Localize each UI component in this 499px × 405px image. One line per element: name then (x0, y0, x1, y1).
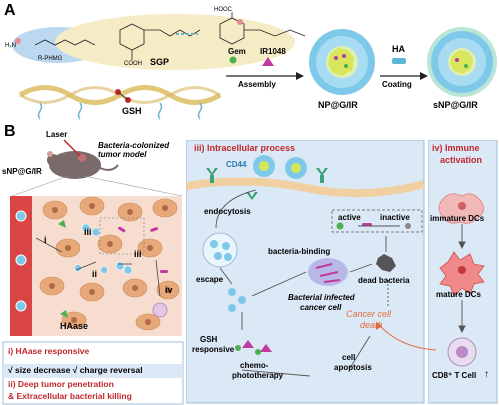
legend-checks: √ size decrease √ charge reversal (8, 365, 143, 375)
bacteria-binding-label: bacteria-binding (268, 247, 331, 256)
death-to-tcell-arrow (376, 322, 437, 351)
infected-1: Bacterial infected (288, 293, 355, 302)
tcell-up-arrow: ↑ (484, 369, 489, 380)
panel-b-graphics (2, 139, 184, 405)
chemo-2: phototherapy (232, 371, 284, 380)
np-nanoparticle (309, 29, 375, 95)
panel-iv-graphics (428, 140, 498, 404)
panel-b-letter: B (4, 123, 16, 140)
laser-label: Laser (46, 130, 68, 139)
ha-label: HA (392, 44, 405, 54)
immature-label: immature DCs (430, 214, 485, 223)
inactive-dot (405, 223, 411, 229)
cooh-label: COOH (124, 61, 142, 67)
sgp-ellipse (55, 14, 295, 70)
death-1: Cancer cell (346, 309, 392, 319)
step-iv-label: iv (165, 285, 173, 295)
mature-label: mature DCs (436, 290, 481, 299)
tcell-label: CD8⁺ T Cell (432, 371, 477, 380)
snp-label: sNP@G/IR (433, 100, 478, 110)
iv-title-1: iv) Immune (432, 143, 480, 153)
gem-dot (229, 56, 237, 64)
escaped-particles (228, 288, 246, 312)
process-arrows (215, 189, 400, 377)
gsh-responsive-2: responsive (192, 345, 235, 354)
active-label: active (338, 213, 361, 222)
gsh-helix (18, 85, 222, 105)
iv-title-2: activation (440, 155, 483, 165)
gsh-label: GSH (122, 106, 142, 116)
cell-nuclei (49, 203, 171, 325)
death-2: death (360, 320, 383, 330)
ir1048-triangle (262, 57, 274, 66)
panel-a-letter: A (4, 2, 16, 19)
chemo-1: chemo- (240, 361, 269, 370)
laser-beam (63, 139, 81, 157)
dead-bacteria (376, 254, 396, 272)
active-bacterium (362, 223, 372, 226)
assembly-label: Assembly (238, 80, 276, 89)
snp-nanoparticle (427, 27, 497, 97)
haase-enzymes (58, 220, 68, 318)
inactive-label: inactive (380, 213, 410, 222)
bacteria-cluster (308, 258, 348, 286)
ha-swatch (392, 58, 406, 64)
b-snp-label: sNP@G/IR (2, 167, 42, 176)
panel-iii-graphics (186, 140, 426, 404)
hooc-label: HOOC (214, 7, 232, 13)
np-label: NP@G/IR (318, 100, 358, 110)
immune-arrows (458, 224, 466, 334)
blood-vessel (10, 196, 32, 336)
ir1048-label: IR1048 (260, 47, 286, 56)
sgp-label: SGP (150, 57, 170, 67)
gem-label: Gem (228, 47, 246, 56)
coating-label: Coating (382, 80, 412, 89)
polymer-label: R-PHMG (38, 56, 63, 62)
haase-label: HAase (60, 321, 89, 331)
infected-2: cancer cell (300, 303, 342, 312)
step-i-label: i (44, 235, 47, 245)
gsh-squiggles (37, 102, 203, 120)
step-iii-b-label: iii (134, 249, 142, 259)
structure-dot (237, 19, 243, 25)
step-iii-a-label: iii (84, 227, 92, 237)
mouse-illustration (47, 151, 119, 179)
escape-label: escape (196, 275, 224, 284)
endosome (202, 232, 238, 268)
tumor-cells (39, 196, 180, 331)
flow-arrows (35, 237, 161, 297)
step-ii-label: ii (92, 269, 98, 279)
legend-ii-line2: & Extracellular bacterial killing (8, 391, 132, 401)
apoptosis-2: apoptosis (334, 363, 372, 372)
iii-title: iii) Intracellular process (194, 143, 296, 153)
active-dot (336, 222, 344, 230)
chemo-agents (235, 340, 272, 355)
amine-label: H₂N (5, 43, 16, 49)
legend-ii-line1: ii) Deep tumor penetration (8, 379, 114, 389)
cd44-receptors (206, 168, 328, 200)
bacteria (118, 226, 168, 273)
dead-bacteria-label: dead bacteria (358, 276, 410, 285)
binding-nanoparticles (253, 155, 307, 179)
panel-a-graphics (12, 12, 497, 120)
legend-i: i) HAase responsive (8, 346, 90, 356)
cd44-label: CD44 (226, 160, 247, 169)
amine-dot (15, 38, 21, 44)
cell-membrane (186, 177, 426, 198)
apoptosis-1: cell (342, 353, 356, 362)
gsh-responsive-1: GSH (200, 335, 218, 344)
model-label: Bacteria-colonized tumor model (98, 141, 170, 160)
immune-cell (152, 302, 168, 318)
endocytosis-label: endocytosis (204, 207, 251, 216)
